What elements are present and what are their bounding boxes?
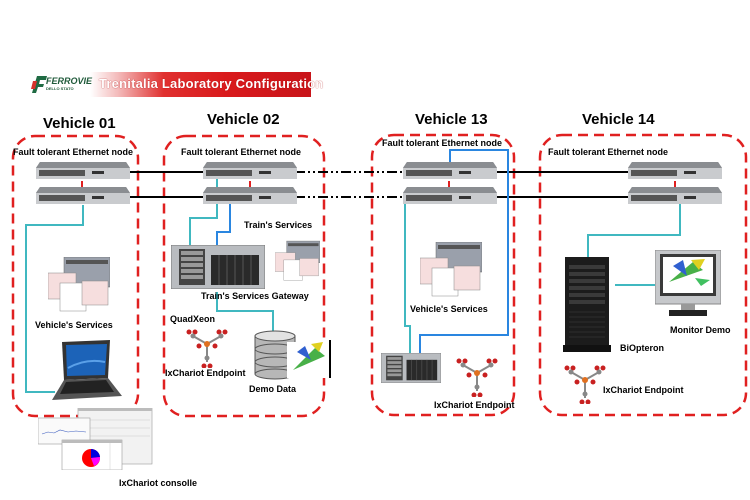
ethernet-switch-icon[interactable] (628, 162, 722, 182)
ixchariot-endpoint-icon[interactable] (563, 362, 607, 404)
link-v01-switch-laptop (25, 205, 84, 393)
services-screens-icon[interactable] (275, 240, 320, 282)
vehicle-13-endpoint-label: IxChariot Endpoint (434, 400, 515, 410)
ixchariot-console-icon[interactable] (38, 408, 154, 470)
gateway-label: Train's Services Gateway (201, 291, 309, 301)
monitor-demo-label: Monitor Demo (670, 325, 731, 335)
biopteron-label: BiOpteron (620, 343, 664, 353)
vehicle-01-services-label: Vehicle's Services (35, 320, 113, 330)
page-title: Trenitalia Laboratory Configuration (99, 76, 324, 91)
ethernet-switch-icon[interactable] (403, 187, 497, 207)
vehicle-02-title: Vehicle 02 (207, 111, 280, 128)
demo-data-label: Demo Data (249, 384, 297, 394)
demo-database-icon[interactable] (253, 330, 333, 380)
vehicle-02-node-label: Fault tolerant Ethernet node (181, 147, 302, 157)
monitor-demo-icon[interactable] (655, 250, 721, 318)
link-v02-gateway-database (216, 292, 274, 333)
ethernet-switch-icon[interactable] (36, 187, 130, 207)
ixchariot-endpoint-icon[interactable] (455, 355, 499, 397)
ethernet-switch-icon[interactable] (203, 162, 297, 182)
ethernet-switch-icon[interactable] (203, 187, 297, 207)
quadxeon-label: QuadXeon (170, 314, 216, 324)
vehicle-14-title: Vehicle 14 (582, 111, 655, 128)
link-v02-switch-gateway-blue (216, 202, 231, 250)
vehicle-14-boundary (538, 133, 748, 417)
ethernet-switch-icon[interactable] (628, 187, 722, 207)
ethernet-switch-icon[interactable] (403, 162, 497, 182)
logo-subtext: DELLO STATO (46, 86, 74, 91)
vehicle-13-title: Vehicle 13 (415, 111, 488, 128)
fs-logo-icon (31, 76, 47, 93)
vehicle-14-endpoint-label: IxChariot Endpoint (603, 385, 684, 395)
tower-server-icon[interactable] (563, 257, 611, 352)
ixchariot-endpoint-icon[interactable] (185, 326, 229, 368)
rack-server-icon[interactable] (171, 245, 265, 289)
services-screens-icon[interactable] (420, 242, 482, 297)
ixchariot-console-label: IxChariot consolle (119, 478, 198, 488)
vehicle-01-node-label: Fault tolerant Ethernet node (13, 147, 134, 157)
vehicle-01-title: Vehicle 01 (43, 115, 116, 132)
vehicle-13-boundary (370, 133, 516, 417)
vehicle-14-node-label: Fault tolerant Ethernet node (548, 147, 669, 157)
vehicle-13-services-label: Vehicle's Services (410, 304, 488, 314)
vehicle-13-node-label: Fault tolerant Ethernet node (382, 138, 503, 148)
vehicle-02-endpoint-label: IxChariot Endpoint (165, 368, 246, 378)
title-banner: FERROVIE DELLO STATO Trenitalia Laborato… (28, 72, 323, 97)
logo-text: FERROVIE (46, 76, 93, 86)
link-v14-switch-tower (587, 203, 681, 258)
services-screens-icon[interactable] (48, 257, 110, 312)
vehicle-02-trains-services-label: Train's Services (244, 220, 313, 230)
rack-server-icon[interactable] (381, 353, 441, 383)
vehicle-02-boundary (162, 134, 326, 418)
link-v13-switch-server-blue (419, 149, 509, 355)
laptop-icon[interactable] (52, 340, 122, 402)
ethernet-switch-icon[interactable] (36, 162, 130, 182)
vehicle-01-boundary (11, 134, 140, 418)
